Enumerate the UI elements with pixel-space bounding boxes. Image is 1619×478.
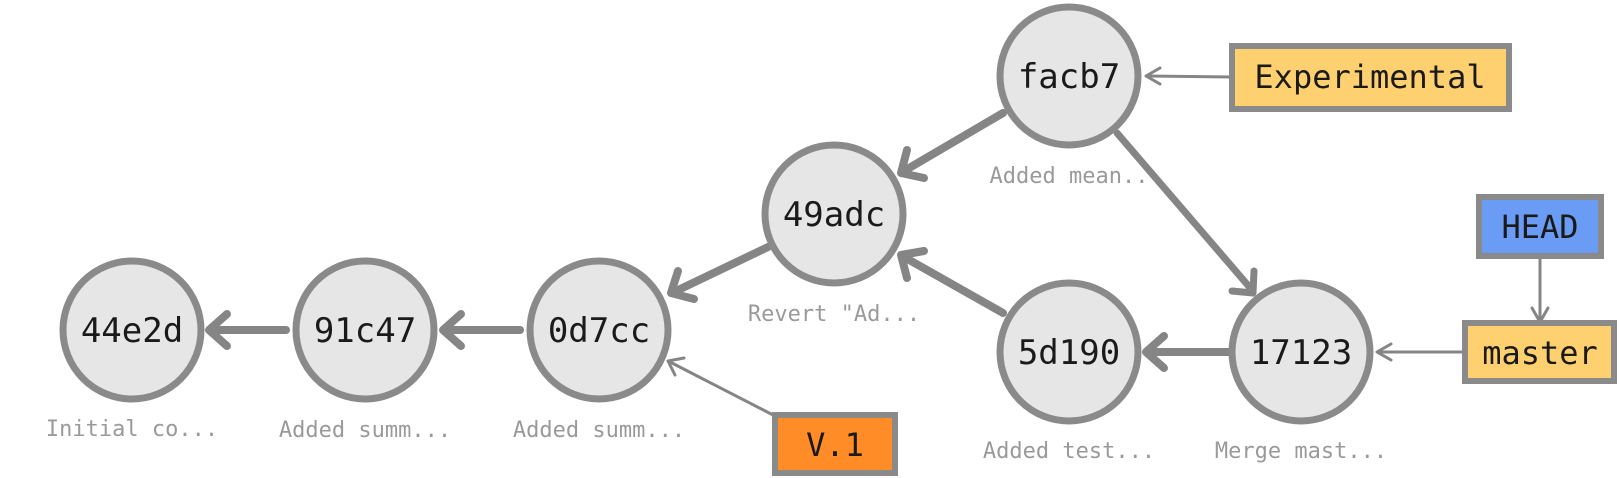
- edges: [205, 66, 1550, 418]
- edge-49adc-0d7cc: [670, 243, 772, 296]
- ref-master[interactable]: master: [1462, 320, 1617, 384]
- arrowhead-icon: [897, 247, 928, 282]
- ref-head[interactable]: HEAD: [1476, 194, 1604, 259]
- ref-label: HEAD: [1501, 208, 1578, 246]
- arrowhead-icon: [439, 310, 465, 350]
- commit-node[interactable]: 91c47 Added summ...: [279, 257, 451, 443]
- arrowhead-icon: [667, 267, 698, 303]
- edge-experimental-facb7: [1146, 74, 1234, 79]
- commit-message: Added summ...: [513, 418, 685, 443]
- commit-node[interactable]: 5d190 Added test...: [983, 279, 1155, 464]
- ref-experimental[interactable]: Experimental: [1229, 43, 1512, 112]
- arrowhead-icon: [1228, 267, 1258, 297]
- commit-hash: 5d190: [1018, 333, 1120, 373]
- commit-node[interactable]: 17123 Merge mast...: [1215, 279, 1387, 464]
- arrowhead-icon: [897, 146, 928, 182]
- ref-box: [1476, 194, 1604, 259]
- ref-label: Experimental: [1254, 58, 1485, 96]
- commit-message: Initial co...: [46, 417, 218, 442]
- commit-hash: 0d7cc: [548, 311, 650, 351]
- edge-facb7-49adc: [900, 109, 1007, 175]
- ref-box: [772, 412, 898, 476]
- commit-hash: facb7: [1018, 57, 1120, 97]
- arrowhead-icon: [1144, 66, 1162, 86]
- ref-v1[interactable]: V.1: [772, 412, 898, 476]
- edge-5d190-49adc: [900, 253, 1007, 317]
- commit-node[interactable]: facb7 Added mean..: [990, 3, 1149, 189]
- ref-label: master: [1482, 334, 1598, 372]
- commit-node[interactable]: 44e2d Initial co...: [46, 257, 218, 442]
- commit-message: Added summ...: [279, 418, 451, 443]
- edge-17123-facb7: [1113, 129, 1256, 294]
- edge-v1-0d7cc: [668, 360, 777, 418]
- ref-label: V.1: [806, 426, 864, 464]
- commit-hash: 17123: [1250, 333, 1352, 373]
- commit-hash: 44e2d: [81, 311, 183, 351]
- commit-message: Revert "Ad...: [748, 302, 920, 327]
- arrowhead-icon: [1142, 332, 1168, 372]
- commit-node[interactable]: 49adc Revert "Ad...: [748, 141, 920, 327]
- arrowhead-icon: [205, 310, 231, 350]
- commit-node[interactable]: 0d7cc Added summ...: [513, 257, 685, 443]
- ref-box: [1229, 43, 1512, 112]
- commit-message: Added mean..: [990, 164, 1149, 189]
- ref-box: [1462, 320, 1617, 384]
- arrowhead-icon: [666, 356, 686, 377]
- arrowhead-icon: [1375, 342, 1393, 362]
- commit-hash: 49adc: [783, 195, 885, 235]
- commit-hash: 91c47: [314, 311, 416, 351]
- commit-message: Added test...: [983, 439, 1155, 464]
- commit-message: Merge mast...: [1215, 439, 1387, 464]
